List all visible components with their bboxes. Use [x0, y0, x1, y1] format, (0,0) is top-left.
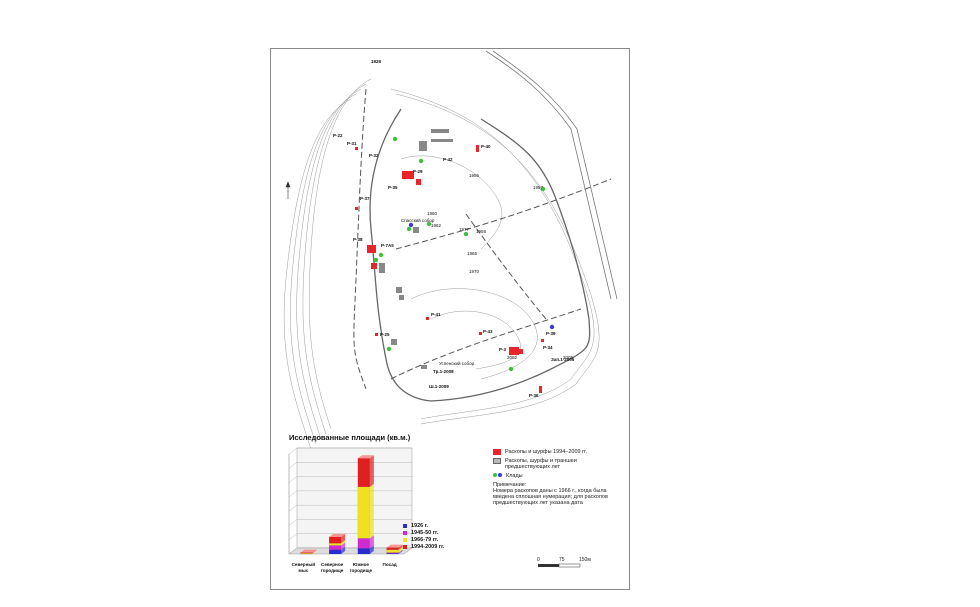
map-label: Р-39: [546, 331, 556, 336]
gridline: [288, 533, 298, 540]
chart-back-wall: [296, 447, 413, 549]
map-label: Р-35: [388, 185, 398, 190]
map-label: Р-40: [481, 144, 491, 149]
bar-top: [329, 533, 346, 537]
map-label: Р-7А5: [381, 243, 394, 248]
map-label: Р-29: [413, 169, 423, 174]
bar-segment: [357, 486, 371, 539]
category-label: мыс: [298, 568, 308, 573]
bar-side: [341, 533, 346, 544]
scale-label: 75: [559, 557, 565, 563]
map-sheet: Р-22 Р-31 Р-32 Р-35 Р-37 Р-38 Р-7А5 Р-40…: [270, 48, 630, 590]
bar-top: [300, 549, 317, 553]
map-legend: Раскопы и шурфы 1994–2009 гг. Раскопы, ш…: [493, 449, 623, 567]
bar-segment: [328, 536, 342, 544]
map-label: Р-34: [543, 345, 553, 350]
map-label: Тр.1-2008: [433, 369, 454, 374]
map-label: 1958: [476, 229, 487, 234]
gridline: [288, 490, 298, 498]
bar-side: [398, 544, 403, 550]
blue-dot-icon: [498, 473, 502, 477]
gridline: [288, 462, 298, 469]
bar-side: [312, 550, 317, 554]
map-label: Успенский собор: [439, 361, 475, 366]
legend-item-earlier: Раскопы, шурфы и траншеи предшествующих …: [493, 458, 623, 470]
map-label: 1970: [469, 269, 480, 274]
bar-segment: [328, 545, 342, 550]
map-label: 1962: [431, 223, 442, 228]
bar-segment: [357, 538, 371, 549]
chart-legend-item: 1966-79 гг.: [403, 536, 444, 543]
bar-segment: [386, 547, 399, 550]
category-label: Северный: [292, 561, 316, 567]
bar-side: [341, 540, 346, 546]
bar-side: [398, 549, 403, 554]
map-label: Спасский собор: [401, 218, 435, 223]
map-label: Р-43: [483, 329, 493, 334]
bar-side: [312, 549, 317, 554]
site-map: [283, 50, 618, 450]
map-label: 1965: [467, 251, 478, 256]
red-square-icon: [493, 449, 501, 455]
category-label: городище: [321, 568, 344, 573]
map-label: 2002: [507, 355, 518, 360]
bar-side: [341, 542, 346, 550]
bar-side: [398, 550, 403, 554]
bar-segment: [357, 548, 371, 555]
map-label: Р-3: [499, 347, 507, 352]
grey-square-icon: [493, 458, 501, 464]
bar-segment: [386, 549, 399, 553]
map-label: 1957: [533, 185, 544, 190]
map-label: Р-38: [353, 237, 363, 242]
category-label: Посад: [383, 562, 397, 567]
chart-legend: 1926 г. 1945-50 гг. 1966-79 гг. 1994-200…: [403, 522, 444, 550]
legend-note: Примечание: Номера раскопов даны с 1966 …: [493, 482, 608, 506]
map-label: Зап.1-2005: [551, 357, 575, 362]
green-dot-icon: [493, 473, 497, 477]
bar-segment: [357, 458, 371, 488]
legend-item-recent: Раскопы и шурфы 1994–2009 гг.: [493, 449, 623, 455]
bar-side: [398, 546, 403, 553]
gridline: [288, 519, 298, 526]
chart-legend-item: 1994-2009 гг.: [403, 543, 444, 550]
area-chart: СеверныймысСеверноегородищеЮжноегородище…: [288, 447, 413, 573]
map-label: Р-25: [380, 332, 390, 337]
map-label: Р-37: [360, 196, 370, 201]
map-label: Р-42: [443, 157, 453, 162]
category-label: Северное: [321, 562, 344, 567]
chart-legend-item: 1926 г.: [403, 522, 444, 529]
map-label: Р-22: [333, 133, 343, 138]
legend-item-hoards: Клады: [493, 473, 623, 479]
bar-segment: [300, 552, 313, 554]
map-label: Р-32: [369, 153, 379, 158]
scale-label: 150м: [579, 557, 591, 563]
category-label: городище: [350, 568, 373, 573]
map-label: 1926: [371, 59, 382, 64]
map-label: Р-36: [529, 393, 539, 398]
map-label: Р-41: [431, 312, 441, 317]
chart-legend-item: 1945-50 гг.: [403, 529, 444, 536]
map-label: 2005: [563, 355, 574, 360]
bar-top: [386, 544, 403, 548]
gridline: [288, 476, 298, 483]
gridline: [288, 504, 298, 512]
bar-top: [357, 455, 374, 459]
scale-label: 0: [537, 557, 540, 563]
map-label: 1960: [427, 211, 438, 216]
bar-side: [341, 546, 346, 554]
bar-side: [369, 455, 374, 487]
gridline: [288, 447, 298, 455]
scale-bar: 0 75 150м: [537, 557, 591, 568]
bar-segment: [328, 543, 342, 546]
bar-side: [369, 535, 374, 549]
bar-side: [369, 545, 374, 554]
map-label: Ш.1-2009: [429, 384, 449, 389]
chart-title: Исследованные площади (кв.м.): [289, 433, 411, 442]
map-label: 1956: [469, 173, 480, 178]
category-label: Южное: [353, 562, 370, 567]
bar-side: [369, 483, 374, 539]
bar-segment: [328, 549, 342, 555]
map-label: Р-31: [347, 141, 357, 146]
map-label: 1977: [459, 227, 470, 232]
